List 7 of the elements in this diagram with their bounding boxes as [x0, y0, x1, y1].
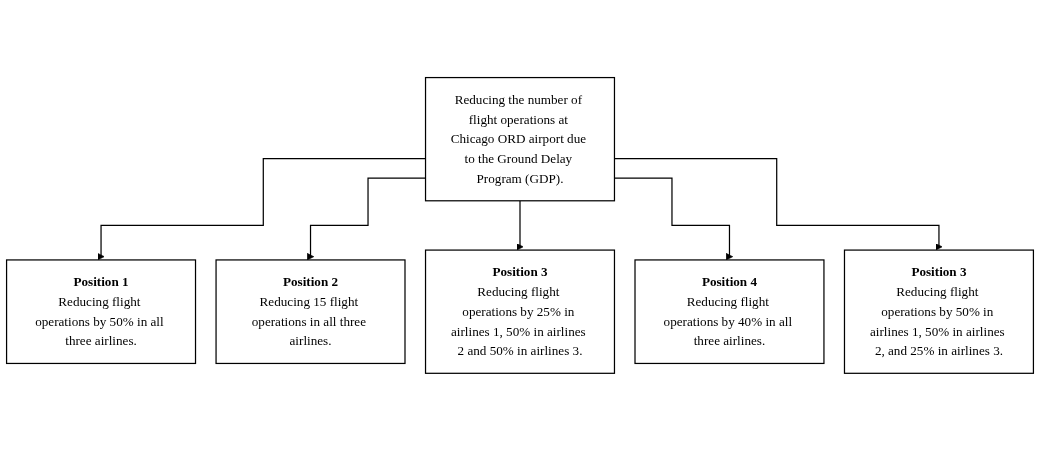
node-box: Position 4 Reducing flight operations by 40% in all three airlines.	[634, 258, 825, 364]
node-box: Position 3 Reducing flight operations by 25% in airlines 1, 50% in airlines 2 and 50% in airlines 3.	[424, 249, 616, 374]
node-box: Position 2 Reducing 15 flight operations in all three airlines.	[215, 258, 406, 364]
node-box: Position 3 Reducing flight operations by 50% in airlines 1, 50% in airlines 2, and 25% in airlines 3.	[843, 249, 1035, 374]
node-box: Reducing the number of flight operations at Chicago ORD airport due to the Ground Delay Program (GDP).	[424, 76, 616, 201]
arrow	[516, 199, 524, 250]
node-box: Position 1 Reducing flight operations by 50% in all three airlines.	[5, 258, 197, 364]
